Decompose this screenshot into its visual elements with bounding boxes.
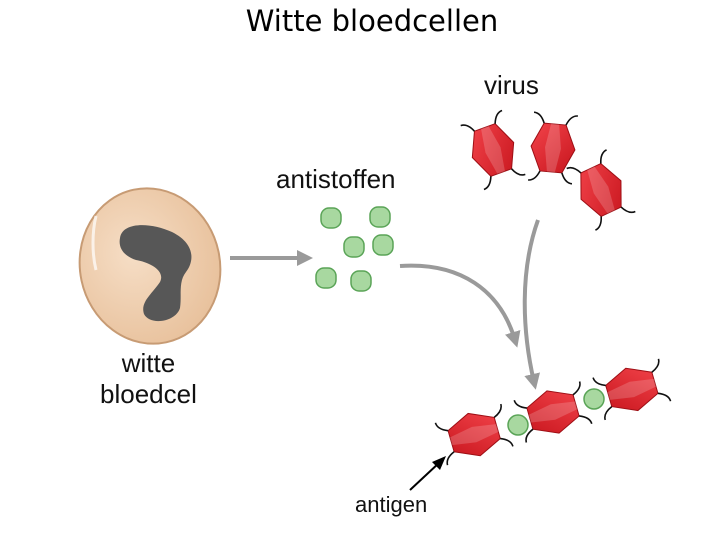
label-virus: virus (484, 70, 539, 100)
label-antistoffen: antistoffen (276, 164, 396, 194)
label-cell-line1: witte (121, 348, 176, 378)
virus-particle (459, 109, 527, 191)
antibodies (315, 206, 394, 292)
label-cell-line2: bloedcel (100, 379, 197, 409)
cell-nucleus (119, 225, 192, 322)
antibody (315, 267, 337, 289)
arrow-virus-to-chain (522, 219, 540, 390)
diagram-title: Witte bloedcellen (245, 4, 499, 38)
virus-particle (565, 149, 637, 231)
arrow-antibodies-to-virus (399, 263, 521, 348)
antibody (372, 234, 394, 256)
bound-antibody (583, 388, 605, 410)
antibody (343, 236, 365, 258)
antibody (320, 207, 342, 229)
bound-antibody (507, 414, 529, 436)
free-viruses (459, 109, 637, 231)
virus-particle (527, 111, 579, 185)
antibody (350, 270, 372, 292)
white-blood-cell (78, 187, 222, 345)
antigen-arrowhead (432, 456, 446, 470)
label-antigen: antigen (355, 492, 428, 517)
arrow-antigen-pointer (409, 461, 441, 491)
antibody (369, 206, 391, 228)
bound-virus-chain (434, 358, 672, 466)
label-white-blood-cell: witte bloedcel (100, 348, 197, 410)
